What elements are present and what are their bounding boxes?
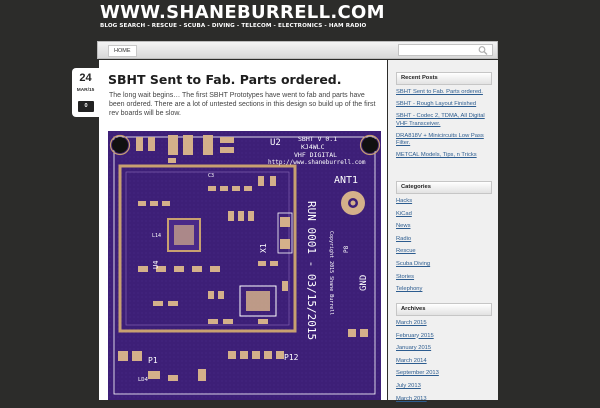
pcb-gnd-label: GND [359, 275, 369, 291]
archive-link[interactable]: July 2013 [396, 382, 421, 389]
category-link[interactable]: Radio [396, 235, 412, 242]
widget-title-categories: Categories [396, 181, 492, 194]
post-day: 24 [79, 72, 92, 84]
recent-post-link[interactable]: DRA818V + Minicircuits Low Pass Filter. [396, 132, 484, 147]
category-link[interactable]: News [396, 223, 411, 230]
pcb-header-line1: SBHT V 0.1 [298, 135, 337, 143]
pcb-p8-label: P8 [343, 245, 350, 253]
pcb-l14-label: L14 [152, 233, 161, 239]
sidebar [388, 60, 498, 400]
pcb-run-label: RUN 0001 - 03/15/2015 [305, 201, 318, 340]
pcb-u2-label: U2 [270, 138, 281, 148]
recent-post-link[interactable]: SBHT Sent to Fab. Parts ordered. [396, 89, 483, 95]
widget-recent-posts: Recent Posts SBHT Sent to Fab. Parts ord… [396, 72, 492, 164]
widget-title-recent-posts: Recent Posts [396, 72, 492, 85]
category-link[interactable]: Scuba Diving [396, 260, 431, 267]
pcb-copyright-label: Copyright 2015 Shane Burrell [328, 231, 334, 315]
category-link[interactable]: KiCad [396, 210, 412, 217]
recent-post-link[interactable]: SBHT - Codec 2, TDMA, All Digital VHF Tr… [396, 113, 485, 127]
archive-link[interactable]: January 2015 [396, 345, 432, 352]
category-link[interactable]: Rescue [396, 248, 416, 255]
search-input[interactable] [398, 44, 493, 56]
archive-link[interactable]: March 2013 [396, 395, 427, 402]
archive-link[interactable]: September 2013 [396, 370, 439, 377]
pcb-header-line4: http://www.shaneburrell.com [268, 159, 366, 166]
pcb-c3-label: C3 [208, 173, 214, 179]
pcb-image: SBHT V 0.1 KJ4WLC VHF DIGITAL http://www… [108, 131, 381, 400]
nav-home-tab[interactable]: HOME [108, 45, 137, 57]
recent-post-link[interactable]: SBHT - Rough Layout Finished [396, 101, 477, 108]
category-link[interactable]: Stories [396, 273, 415, 280]
archive-link[interactable]: March 2015 [396, 320, 427, 326]
post-body: The long wait begins… The first SBHT Pro… [109, 92, 376, 117]
site-title[interactable]: WWW.SHANEBURRELL.COM [100, 2, 385, 23]
site-tagline: BLOG SEARCH - RESCUE - SCUBA - DIVING - … [100, 23, 367, 29]
search-icon[interactable] [478, 45, 488, 56]
widget-title-archives: Archives [396, 303, 492, 316]
pcb-ld4-label: LD4 [138, 377, 149, 383]
category-link[interactable]: Hacks [396, 198, 413, 204]
pcb-p12-label: P12 [284, 353, 299, 362]
post-month: MAR/15 [76, 88, 95, 93]
archive-link[interactable]: March 2014 [396, 357, 427, 364]
pcb-ant-label: ANT1 [334, 175, 358, 186]
post-title[interactable]: SBHT Sent to Fab. Parts ordered. [108, 72, 342, 87]
archive-link[interactable]: February 2015 [396, 332, 434, 339]
pcb-header-line2: KJ4WLC [301, 143, 325, 151]
nav-bar: HOME [97, 41, 498, 59]
widget-archives: Archives March 2015 February 2015 Januar… [396, 303, 492, 408]
pcb-u4-label: U4 [152, 261, 160, 269]
pcb-p1-label: P1 [148, 356, 158, 365]
category-link[interactable]: Telephony [396, 286, 423, 293]
widget-categories: Categories Hacks KiCad News Radio Rescue… [396, 181, 492, 299]
pcb-x1-label: X1 [259, 243, 268, 253]
pcb-header-line3: VHF DIGITAL [294, 151, 337, 159]
post-date-badge: 24 MAR/15 0 [72, 68, 99, 117]
comment-count-badge[interactable]: 0 [78, 101, 94, 112]
recent-post-link[interactable]: METCAL Models, Tips, n Tricks [396, 152, 477, 159]
